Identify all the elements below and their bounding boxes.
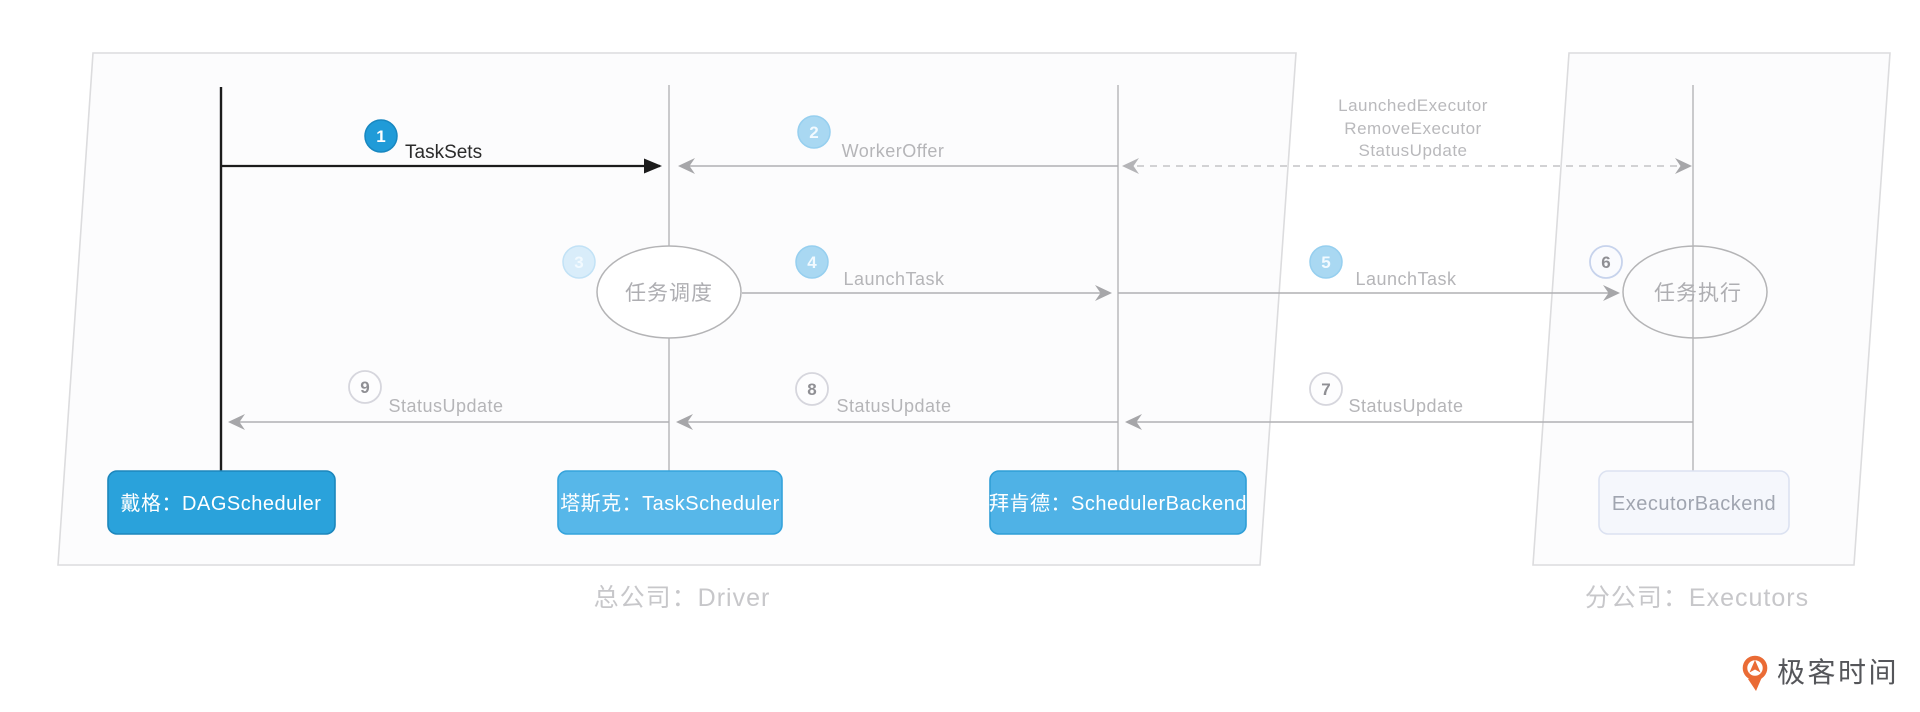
label-tasksets: TaskSets: [405, 142, 482, 163]
step-circle-4: [795, 245, 829, 279]
participant-box-schedulerbackend: [989, 470, 1247, 535]
activity-label-task-execution: 任务执行: [1654, 282, 1742, 305]
label-async-statusupdate: StatusUpdate: [1358, 141, 1467, 160]
participant-label-schedulerbackend: 拜肯德：SchedulerBackend: [989, 492, 1247, 515]
label-async-launchedexecutor: LaunchedExecutor: [1338, 96, 1488, 115]
step-number-5: 5: [1321, 253, 1330, 272]
label-statusupdate-8: StatusUpdate: [836, 396, 951, 416]
participant-label-taskscheduler: 塔斯克：TaskScheduler: [560, 492, 780, 515]
step-number-4: 4: [807, 253, 817, 272]
label-launchtask-5: LaunchTask: [1355, 269, 1457, 289]
participant-label-dagscheduler: 戴格：DAGScheduler: [121, 492, 322, 515]
executors-group-container: [1532, 52, 1891, 566]
participant-label-executorbackend: ExecutorBackend: [1612, 493, 1776, 515]
activity-ellipse-task-execution: [1622, 245, 1768, 339]
caption-driver-group: 总公司：Driver: [594, 584, 771, 612]
step-circle-8: [795, 372, 829, 406]
step-circle-7: [1309, 372, 1343, 406]
label-workeroffer: WorkerOffer: [842, 141, 945, 161]
step-circle-2: [797, 115, 831, 149]
step-number-3: 3: [574, 253, 583, 272]
step-circle-6: [1589, 245, 1623, 279]
step-circle-3: [562, 245, 596, 279]
participant-box-executorbackend: [1598, 470, 1790, 535]
step-circle-1: [364, 119, 398, 153]
step-number-2: 2: [809, 123, 818, 142]
participant-box-dagscheduler: [107, 470, 336, 535]
step-number-1: 1: [376, 127, 385, 146]
step-circle-9: [348, 370, 382, 404]
step-number-8: 8: [807, 380, 816, 399]
geektime-logo-text: 极客时间: [1777, 657, 1899, 688]
activity-ellipse-task-scheduling: [596, 245, 742, 339]
participant-box-taskscheduler: [557, 470, 783, 535]
activity-label-task-scheduling: 任务调度: [625, 282, 713, 305]
step-number-6: 6: [1601, 253, 1610, 272]
label-statusupdate-9: StatusUpdate: [388, 396, 503, 416]
step-number-9: 9: [360, 378, 369, 397]
label-statusupdate-7: StatusUpdate: [1348, 396, 1463, 416]
step-circle-5: [1309, 245, 1343, 279]
label-launchtask-4: LaunchTask: [843, 269, 945, 289]
label-async-removeexecutor: RemoveExecutor: [1344, 119, 1481, 138]
geektime-logo-icon: [1742, 655, 1768, 691]
caption-executors-group: 分公司：Executors: [1585, 584, 1809, 612]
step-number-7: 7: [1321, 380, 1330, 399]
